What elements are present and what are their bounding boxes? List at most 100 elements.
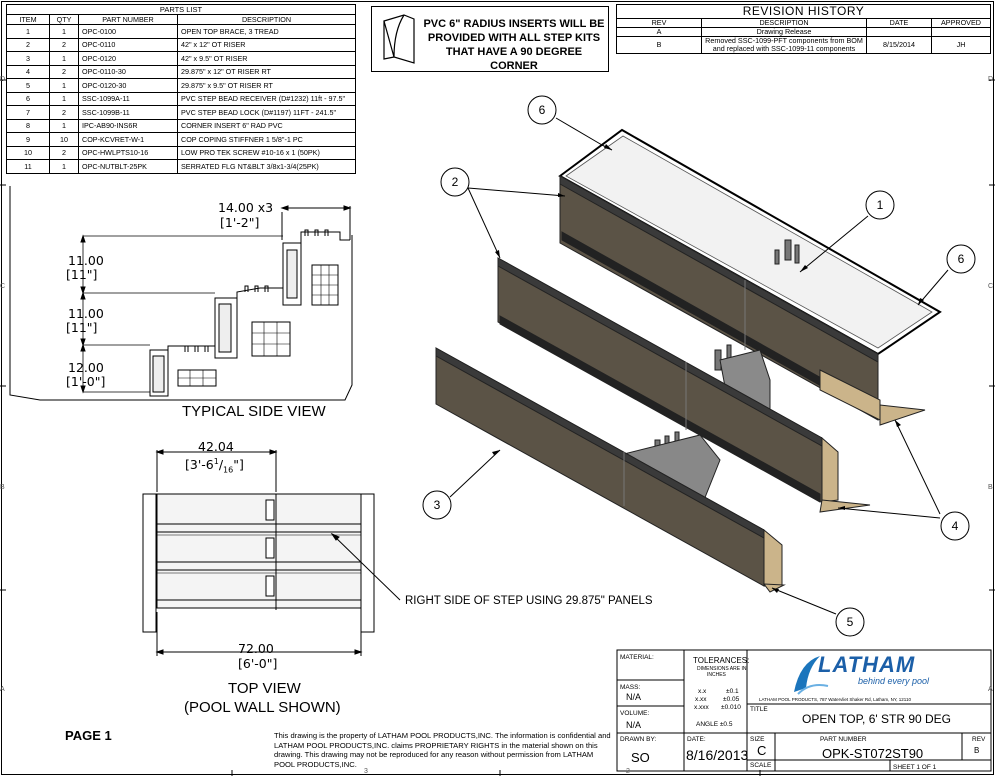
note-line-2: PROVIDED WITH ALL STEP KITS bbox=[427, 32, 601, 44]
zone-label: B bbox=[0, 484, 5, 491]
parts-cell-part-number: OPC-0110 bbox=[78, 37, 178, 52]
parts-list-caption: PARTS LIST bbox=[6, 4, 356, 14]
tol-xxx: x.xxx bbox=[694, 704, 709, 711]
revision-row: B Removed SSC-1099-PFT components from B… bbox=[616, 36, 991, 54]
zone-ticks bbox=[0, 79, 995, 776]
disclaimer-text: This drawing is the property of LATHAM P… bbox=[274, 731, 611, 769]
zone-label: 3 bbox=[364, 768, 368, 775]
logo-tagline: behind every pool bbox=[858, 676, 930, 686]
rev-cell: JH bbox=[931, 36, 991, 54]
tol-xx: x.xx bbox=[695, 696, 707, 703]
tolerances-sub-2: INCHES bbox=[707, 672, 726, 678]
dim-ft-num: 1 bbox=[213, 457, 219, 466]
part-number-value: OPK-ST072ST90 bbox=[822, 746, 924, 761]
revision-caption: REVISION HISTORY bbox=[616, 4, 991, 18]
top-view-callout: RIGHT SIDE OF STEP USING 29.875" PANELS bbox=[405, 595, 653, 607]
mass-label: MASS: bbox=[620, 684, 641, 691]
side-view-dim-3-ft: [1'-0"] bbox=[66, 374, 106, 389]
parts-list-table: PARTS LIST ITEM QTY PART NUMBER DESCRIPT… bbox=[6, 4, 356, 174]
parts-cell-qty: 1 bbox=[49, 159, 79, 174]
isometric-assembly-drawing bbox=[435, 128, 942, 593]
parts-header-description: DESCRIPTION bbox=[177, 14, 356, 25]
leader-arrowheads bbox=[492, 144, 924, 593]
parts-list-header-row: ITEM QTY PART NUMBER DESCRIPTION bbox=[6, 14, 356, 25]
parts-cell-description: OPEN TOP BRACE, 3 TREAD bbox=[177, 24, 356, 39]
top-view-label-1: TOP VIEW bbox=[228, 680, 301, 697]
parts-cell-description: SERRATED FLG NT&BLT 3/8x1-3/4(25PK) bbox=[177, 159, 356, 174]
tolerances-sub-1: DIMENSIONS ARE IN bbox=[697, 666, 747, 672]
note-line-3: THAT HAVE A 90 DEGREE CORNER bbox=[445, 46, 583, 72]
volume-label: VOLUME: bbox=[620, 710, 650, 717]
top-view-dim-length: 72.00 bbox=[238, 641, 274, 656]
note-line-1: PVC 6" RADIUS INSERTS WILL BE bbox=[423, 18, 605, 30]
title-label: TITLE bbox=[750, 706, 768, 713]
parts-cell-description: 42" x 12" OT RISER bbox=[177, 37, 356, 52]
side-view-dim-top-ft: [1'-2"] bbox=[220, 215, 260, 230]
rev-cell: 8/15/2014 bbox=[866, 36, 932, 54]
note-box: PVC 6" RADIUS INSERTS WILL BE PROVIDED W… bbox=[371, 6, 609, 72]
volume-value: N/A bbox=[626, 720, 642, 730]
side-view-dim-2: 11.00 bbox=[68, 306, 104, 321]
rev-cell: Removed SSC-1099-PFT components from BOM… bbox=[701, 36, 867, 54]
title-block-grid bbox=[616, 649, 992, 772]
dim-ft-part: "] bbox=[233, 457, 244, 473]
zone-label: B bbox=[988, 484, 993, 491]
tolerances-label: TOLERANCES: bbox=[693, 656, 750, 665]
drawn-by-label: DRAWN BY: bbox=[620, 736, 657, 743]
tol-xxx-val: ±0.010 bbox=[721, 704, 741, 711]
parts-cell-part-number: OPC-NUTBLT-25PK bbox=[78, 159, 178, 174]
rev-value: B bbox=[974, 746, 980, 755]
company-address: LATHAM POOL PRODUCTS, 787 Watervliet Sha… bbox=[759, 697, 911, 702]
material-label: MATERIAL: bbox=[620, 654, 654, 661]
page-label: PAGE 1 bbox=[65, 728, 112, 743]
side-view-dim-2-ft: [11"] bbox=[66, 320, 98, 335]
tol-angle: ANGLE ±0.5 bbox=[696, 721, 733, 728]
tol-xx-val: ±0.05 bbox=[723, 696, 740, 703]
zone-label: D bbox=[0, 76, 6, 83]
top-view-dim-width-ft: [3'-61/16"] bbox=[185, 457, 244, 475]
tol-x-val: ±0.1 bbox=[726, 688, 739, 695]
side-view-dim-top: 14.00 x3 bbox=[218, 200, 274, 215]
scale-label: SCALE bbox=[750, 762, 772, 769]
dim-ft-den: 16 bbox=[223, 465, 234, 475]
side-view-dim-1-ft: [11"] bbox=[66, 267, 98, 282]
sheet-label: SHEET 1 OF 1 bbox=[893, 764, 937, 771]
top-view-dim-length-ft: [6'-0"] bbox=[238, 656, 278, 671]
zone-label: C bbox=[0, 283, 6, 290]
zone-label: C bbox=[988, 283, 994, 290]
tol-x: x.x bbox=[698, 688, 707, 695]
dim-ft-part: [3'-6 bbox=[185, 457, 214, 473]
zone-label: D bbox=[988, 76, 994, 83]
size-label: SIZE bbox=[750, 736, 765, 743]
typical-side-view-drawing bbox=[9, 186, 353, 401]
side-view-dim-3: 12.00 bbox=[68, 360, 104, 375]
top-view-drawing bbox=[142, 449, 401, 656]
note-text: PVC 6" RADIUS INSERTS WILL BE PROVIDED W… bbox=[422, 17, 606, 73]
zone-label: A bbox=[0, 686, 5, 693]
logo-wordmark: LATHAM bbox=[818, 652, 916, 677]
date-value: 8/16/2013 bbox=[686, 747, 749, 763]
corner-insert-icon bbox=[383, 14, 415, 64]
top-view-label-2: (POOL WALL SHOWN) bbox=[184, 699, 341, 716]
size-value: C bbox=[757, 743, 767, 758]
part-number-label: PART NUMBER bbox=[820, 736, 867, 743]
zone-label: A bbox=[988, 686, 993, 693]
rev-label: REV bbox=[972, 736, 986, 743]
revision-history-table: REVISION HISTORY REV DESCRIPTION DATE AP… bbox=[616, 4, 991, 54]
top-view-dim-width: 42.04 bbox=[198, 439, 234, 454]
drawing-title: OPEN TOP, 6' STR 90 DEG bbox=[802, 712, 952, 726]
latham-logo-icon bbox=[794, 656, 829, 695]
mass-value: N/A bbox=[626, 692, 642, 702]
date-label: DATE: bbox=[687, 736, 706, 743]
side-view-dim-1: 11.00 bbox=[68, 253, 104, 268]
side-view-label: TYPICAL SIDE VIEW bbox=[182, 403, 326, 420]
rev-cell: B bbox=[616, 36, 702, 54]
